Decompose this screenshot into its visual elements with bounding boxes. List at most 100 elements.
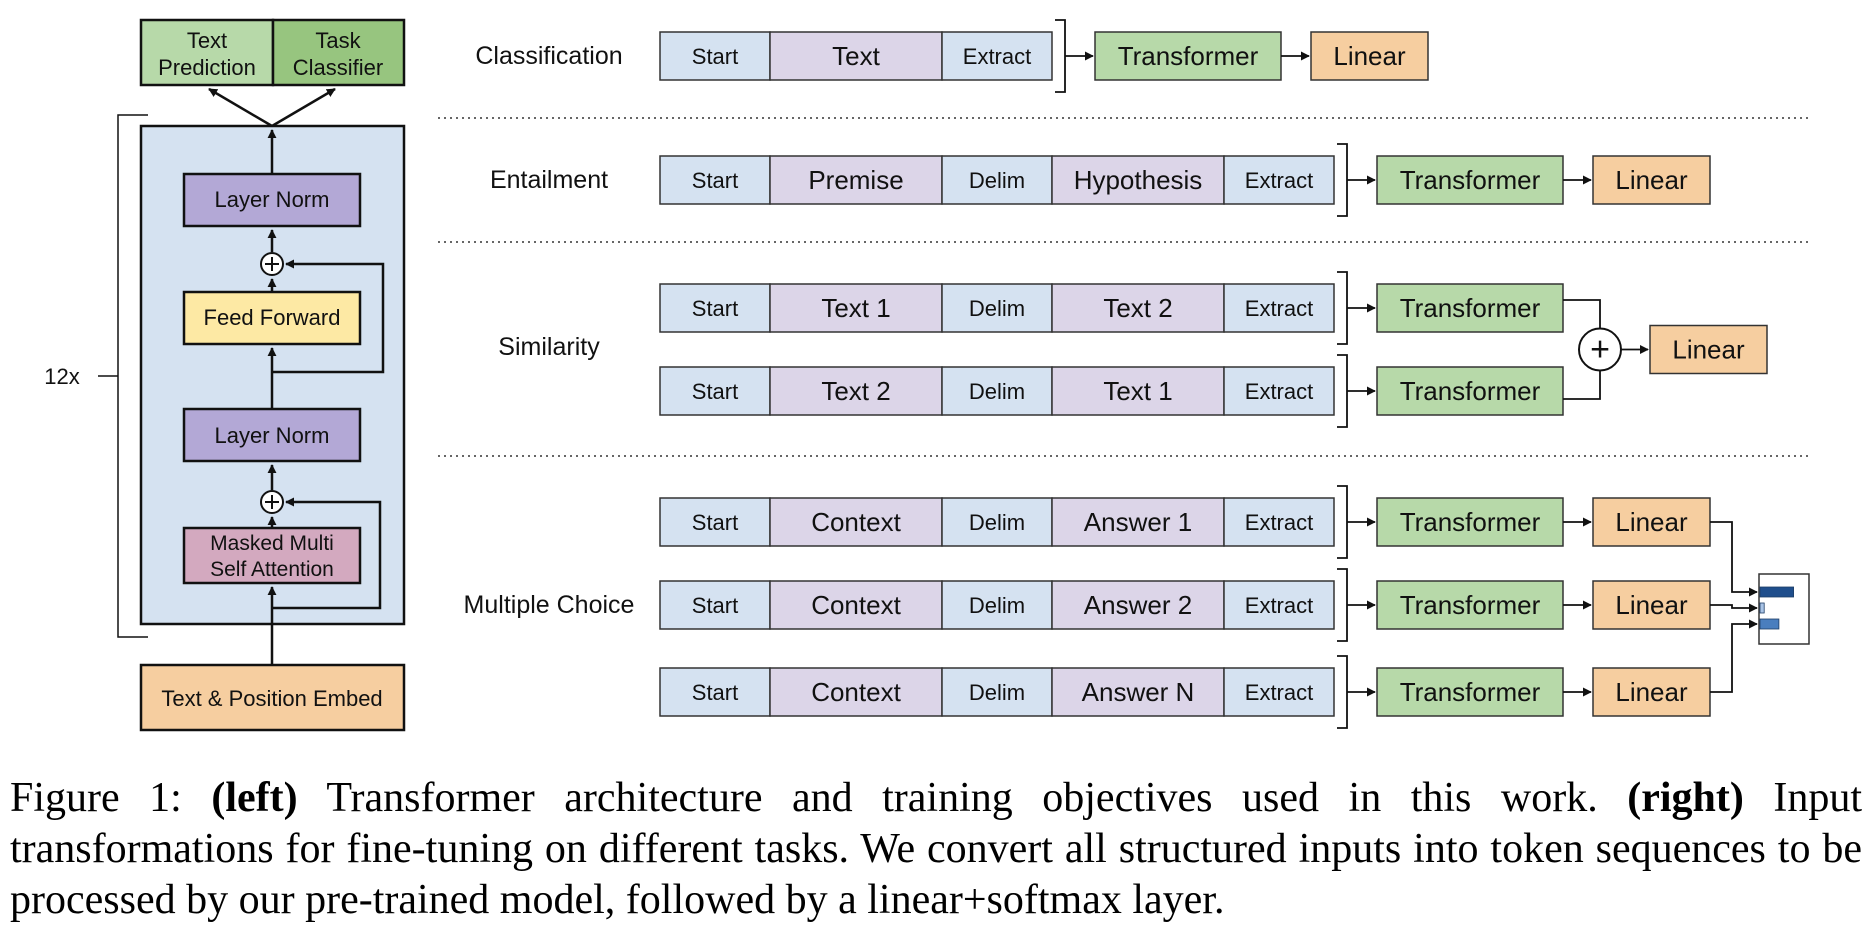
token-box [769, 31, 943, 81]
token-label: Extract [1245, 593, 1313, 618]
token-box [1051, 366, 1225, 416]
feed-forward [182, 290, 362, 346]
token-box [1051, 667, 1225, 717]
linear-label: Linear [1672, 335, 1745, 365]
sequence-bracket [1337, 271, 1348, 345]
linear-box [1649, 324, 1768, 375]
token-box [941, 31, 1053, 81]
figure-caption: Figure 1: (left) Transformer architectur… [10, 773, 1862, 926]
token-box [769, 580, 943, 630]
linear-label: Linear [1333, 41, 1406, 71]
linear-label: Linear [1615, 507, 1688, 537]
token-label: Answer N [1082, 677, 1195, 707]
sequence-bracket [1337, 485, 1348, 559]
token-label: Text [832, 41, 880, 71]
caption-left-tag: (left) [211, 775, 298, 821]
token-box [1051, 580, 1225, 630]
linear-label: Linear [1615, 590, 1688, 620]
token-label: Extract [1245, 510, 1313, 535]
token-box [941, 580, 1053, 630]
text-position-embed [139, 663, 406, 732]
token-label: Context [811, 590, 901, 620]
layer-norm-bottom [182, 407, 362, 463]
token-label: Start [692, 44, 738, 69]
softmax-bar [1759, 586, 1794, 598]
token-box [1223, 155, 1335, 205]
softmax-input [1710, 619, 1758, 693]
token-label: Extract [1245, 680, 1313, 705]
token-box [941, 155, 1053, 205]
token-box [1223, 366, 1335, 416]
repeat-label: 12x [44, 364, 79, 389]
token-label: Extract [1245, 379, 1313, 404]
token-box [659, 155, 771, 205]
layer-norm-bottom-label: Layer Norm [215, 423, 330, 448]
linear-box [1310, 31, 1429, 81]
token-box [659, 31, 771, 81]
softmax-bar [1759, 602, 1765, 614]
layer-norm-top [182, 172, 362, 228]
transformer-box [1376, 283, 1564, 333]
sequence-bracket [1337, 655, 1348, 729]
token-box [659, 497, 771, 547]
token-label: Delim [969, 379, 1025, 404]
task-label: Classification [475, 42, 622, 70]
token-label: Text 1 [1103, 376, 1172, 406]
linear-label: Linear [1615, 677, 1688, 707]
caption-right-tag: (right) [1627, 775, 1744, 821]
token-box [769, 497, 943, 547]
token-box [769, 366, 943, 416]
token-box [659, 283, 771, 333]
token-label: Start [692, 379, 738, 404]
token-box [941, 497, 1053, 547]
sequence-bracket [1337, 568, 1348, 642]
token-label: Extract [1245, 296, 1313, 321]
token-box [1223, 497, 1335, 547]
transformer-label: Transformer [1118, 41, 1259, 71]
token-label: Context [811, 507, 901, 537]
token-box [1051, 155, 1225, 205]
token-label: Start [692, 593, 738, 618]
softmax-box [1758, 573, 1810, 645]
transformer-label: Transformer [1400, 165, 1541, 195]
caption-prefix: Figure 1: [10, 775, 212, 821]
task-classifier-head [271, 18, 406, 87]
softmax-input [1710, 603, 1758, 613]
token-box [941, 667, 1053, 717]
merge-line [1563, 299, 1601, 329]
masked-self-attention [182, 526, 362, 585]
plus-symbol: + [1590, 331, 1610, 369]
token-label: Delim [969, 296, 1025, 321]
merge-line [1563, 370, 1601, 400]
token-label: Delim [969, 168, 1025, 193]
token-label: Delim [969, 593, 1025, 618]
token-label: Start [692, 680, 738, 705]
transformer-box [1376, 580, 1564, 630]
sequence-bracket [1337, 354, 1348, 428]
token-label: Start [692, 510, 738, 535]
transformer-label: Transformer [1400, 507, 1541, 537]
transformer-label: Transformer [1400, 376, 1541, 406]
transformer-label: Transformer [1400, 590, 1541, 620]
text-position-embed-label: Text & Position Embed [161, 686, 382, 711]
sequence-bracket [1055, 19, 1066, 93]
task-label: Multiple Choice [464, 591, 635, 619]
task-label: Similarity [498, 333, 600, 361]
token-box [941, 283, 1053, 333]
transformer-box [1376, 497, 1564, 547]
token-box [769, 155, 943, 205]
softmax-input [1710, 521, 1758, 597]
linear-box [1592, 667, 1711, 717]
token-label: Text 1 [821, 293, 890, 323]
token-box [1223, 667, 1335, 717]
token-label: Premise [808, 165, 903, 195]
token-label: Start [692, 168, 738, 193]
token-label: Start [692, 296, 738, 321]
token-label: Delim [969, 510, 1025, 535]
caption-part1: Transformer architecture and training ob… [297, 775, 1628, 821]
token-box [1223, 580, 1335, 630]
linear-box [1592, 155, 1711, 205]
